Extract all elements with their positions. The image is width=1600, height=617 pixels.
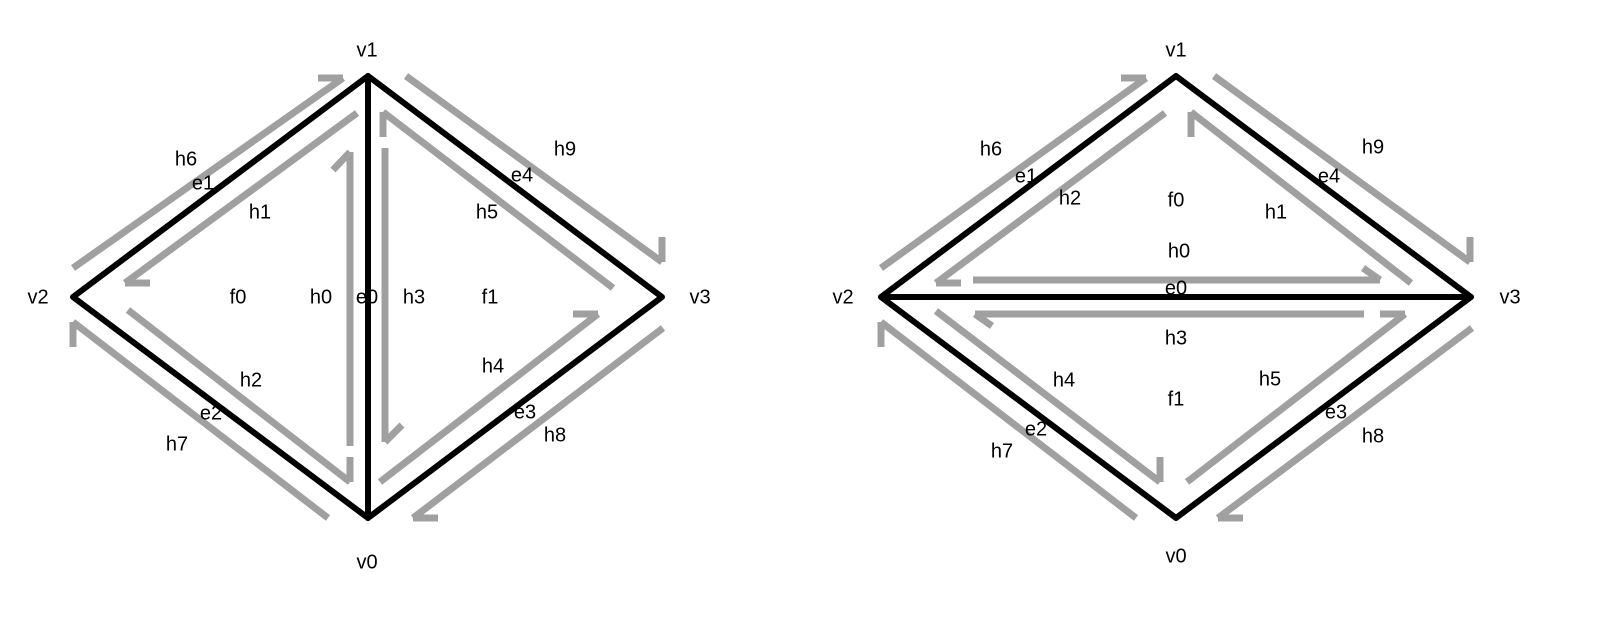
edge-label-e0: e0 [1165,277,1187,299]
vertex-label-v0: v0 [1165,545,1186,567]
edge-label-e4: e4 [1318,165,1340,187]
edge-label-e3: e3 [1325,401,1347,423]
halfedge-arrows-left [69,73,666,522]
halfedge-label-h3: h3 [403,286,425,308]
halfedge-label-h2: h2 [240,369,262,391]
halfedge-label-h0: h0 [310,286,332,308]
halfedge-h2-arrow [125,307,354,485]
edge-label-e2: e2 [200,402,222,424]
vertex-label-v2: v2 [27,286,48,308]
halfedge-h1-arrow [122,110,360,287]
halfedge-arrows-right [877,73,1475,522]
halfedge-label-h9: h9 [554,138,576,160]
halfedge-label-h6: h6 [980,138,1002,160]
halfedge-h8-arrow [1215,325,1475,522]
face-label-f0: f0 [1168,189,1185,211]
halfedge-h0-arrow [330,149,354,446]
vertex-label-v3: v3 [1499,286,1520,308]
edge-label-e1: e1 [192,172,214,194]
halfedge-h9-arrow [1211,73,1474,265]
edge-label-e4: e4 [511,164,533,186]
mesh-outline [878,73,1474,521]
labels-right: v1 v0 v2 v3 e0 e1 e2 e3 e4 f0 f1 h0 h1 h… [832,39,1520,567]
edges-right [878,73,1474,521]
halfedge-h7-arrow [69,319,331,521]
edge-label-e2: e2 [1025,418,1047,440]
halfedge-h8-arrow [410,325,666,522]
halfedge-h9-arrow [403,73,666,265]
halfedge-label-h0: h0 [1168,240,1190,262]
vertex-label-v1: v1 [356,39,377,61]
edges-left [70,73,665,521]
edge-label-e0: e0 [356,286,378,308]
vertex-label-v3: v3 [689,286,710,308]
halfedge-label-h3: h3 [1165,327,1187,349]
halfedge-label-h1: h1 [249,201,271,223]
halfedge-h0-arrow [973,265,1383,284]
diagram-right: v1 v0 v2 v3 e0 e1 e2 e3 e4 f0 f1 h0 h1 h… [832,39,1520,567]
halfedge-label-h6: h6 [175,148,197,170]
halfedge-h3-arrow [381,148,405,445]
halfedge-h5-arrow [379,109,616,291]
vertex-label-v0: v0 [356,551,377,573]
halfedge-label-h7: h7 [991,440,1013,462]
halfedge-label-h1: h1 [1265,201,1287,223]
halfedge-h3-arrow [972,310,1364,329]
halfedge-label-h4: h4 [1053,369,1075,391]
face-label-f1: f1 [482,286,499,308]
halfedge-label-h8: h8 [544,424,566,446]
halfedge-label-h9: h9 [1362,136,1384,158]
halfedge-h5-arrow [1184,310,1408,485]
halfedge-label-h5: h5 [1259,368,1281,390]
edge-label-e1: e1 [1015,165,1037,187]
halfedge-label-h7: h7 [166,433,188,455]
diagram-left: v1 v0 v2 v3 e0 e1 e2 e3 e4 f0 f1 h0 h1 h… [27,39,710,573]
edge-label-e3: e3 [514,401,536,423]
halfedge-h4-arrow [377,310,601,485]
vertex-label-v2: v2 [832,286,853,308]
halfedge-label-h4: h4 [482,355,504,377]
halfedge-label-h5: h5 [476,201,498,223]
halfedge-label-h2: h2 [1059,187,1081,209]
halfedge-h7-arrow [877,319,1139,521]
halfedge-h1-arrow [1187,109,1414,286]
face-label-f0: f0 [230,286,247,308]
face-label-f1: f1 [1168,388,1185,410]
halfedge-h2-arrow [933,110,1168,287]
halfedge-h6-arrow [70,74,346,271]
halfedge-h6-arrow [878,74,1149,271]
halfedge-h4-arrow [933,308,1164,485]
halfedge-label-h8: h8 [1362,425,1384,447]
labels-left: v1 v0 v2 v3 e0 e1 e2 e3 e4 f0 f1 h0 h1 h… [27,39,710,573]
vertex-label-v1: v1 [1165,39,1186,61]
